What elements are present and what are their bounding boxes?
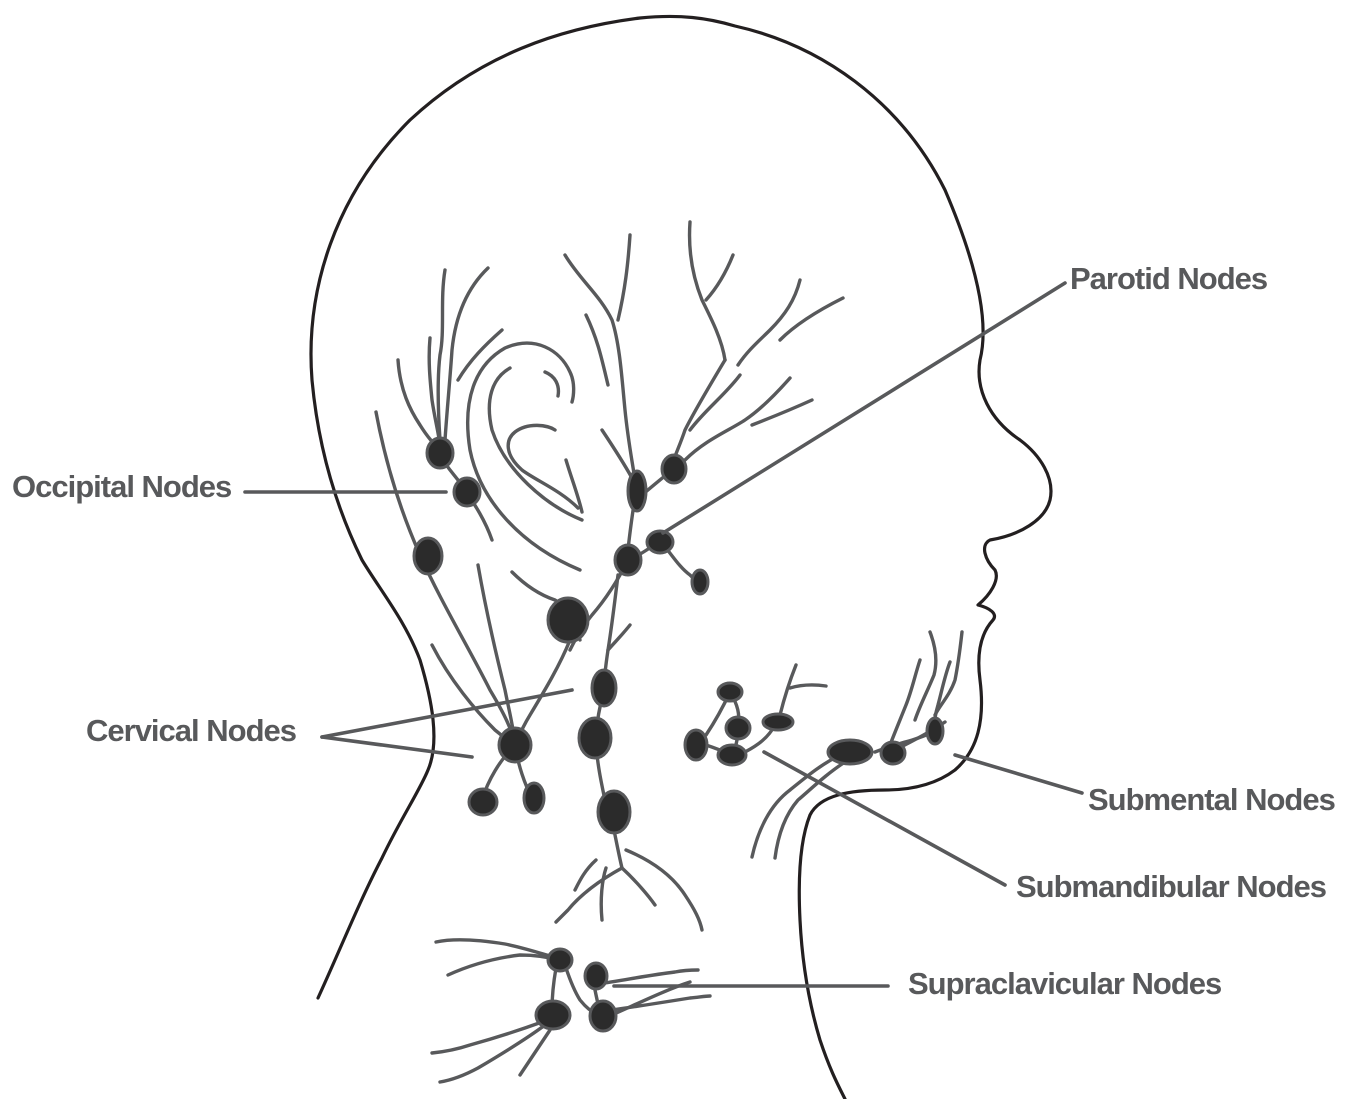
- supraclavicular-node: [585, 963, 607, 989]
- cervical-node: [548, 598, 588, 642]
- submandibular-node: [763, 714, 793, 730]
- parotid-node: [628, 471, 646, 511]
- cervical-node: [469, 789, 497, 815]
- parotid-leader-line: [663, 283, 1065, 533]
- cervical-nodes-label: Cervical Nodes: [86, 713, 296, 748]
- submental-node: [927, 718, 943, 744]
- cervical-node: [499, 728, 531, 762]
- occipital-node: [454, 478, 480, 506]
- submental-leader-line: [955, 755, 1082, 793]
- submental-nodes-label: Submental Nodes: [1088, 782, 1335, 817]
- submandibular-node: [685, 730, 707, 760]
- parotid-node: [615, 545, 641, 575]
- submandibular-node: [726, 717, 750, 739]
- supraclavicular-node: [548, 949, 572, 971]
- cervical-leader-line: [322, 690, 572, 737]
- submandibular-nodes-label: Submandibular Nodes: [1016, 869, 1326, 904]
- cervical-leader-line: [322, 737, 472, 757]
- parotid-node: [647, 531, 673, 553]
- supraclavicular-nodes-label: Supraclavicular Nodes: [908, 966, 1221, 1001]
- supraclavicular-node: [536, 1001, 570, 1029]
- submandibular-node: [718, 745, 746, 765]
- parotid-nodes-label: Parotid Nodes: [1070, 261, 1267, 296]
- labels: Parotid Nodes Occipital Nodes Cervical N…: [12, 261, 1335, 1001]
- cervical-node: [598, 791, 630, 833]
- supraclavicular-node: [590, 1001, 616, 1031]
- ear: [468, 343, 582, 570]
- submandibular-node: [718, 683, 742, 701]
- cervical-node: [524, 783, 544, 813]
- occipital-nodes-label: Occipital Nodes: [12, 469, 231, 504]
- parotid-node: [662, 455, 686, 483]
- parotid-node: [692, 570, 708, 594]
- cervical-node: [414, 538, 442, 574]
- cervical-node: [579, 718, 611, 758]
- lymph-vessels: [376, 222, 962, 1082]
- submental-node: [881, 742, 905, 764]
- submental-node: [828, 740, 872, 764]
- cervical-node: [592, 670, 616, 706]
- occipital-node: [427, 438, 453, 468]
